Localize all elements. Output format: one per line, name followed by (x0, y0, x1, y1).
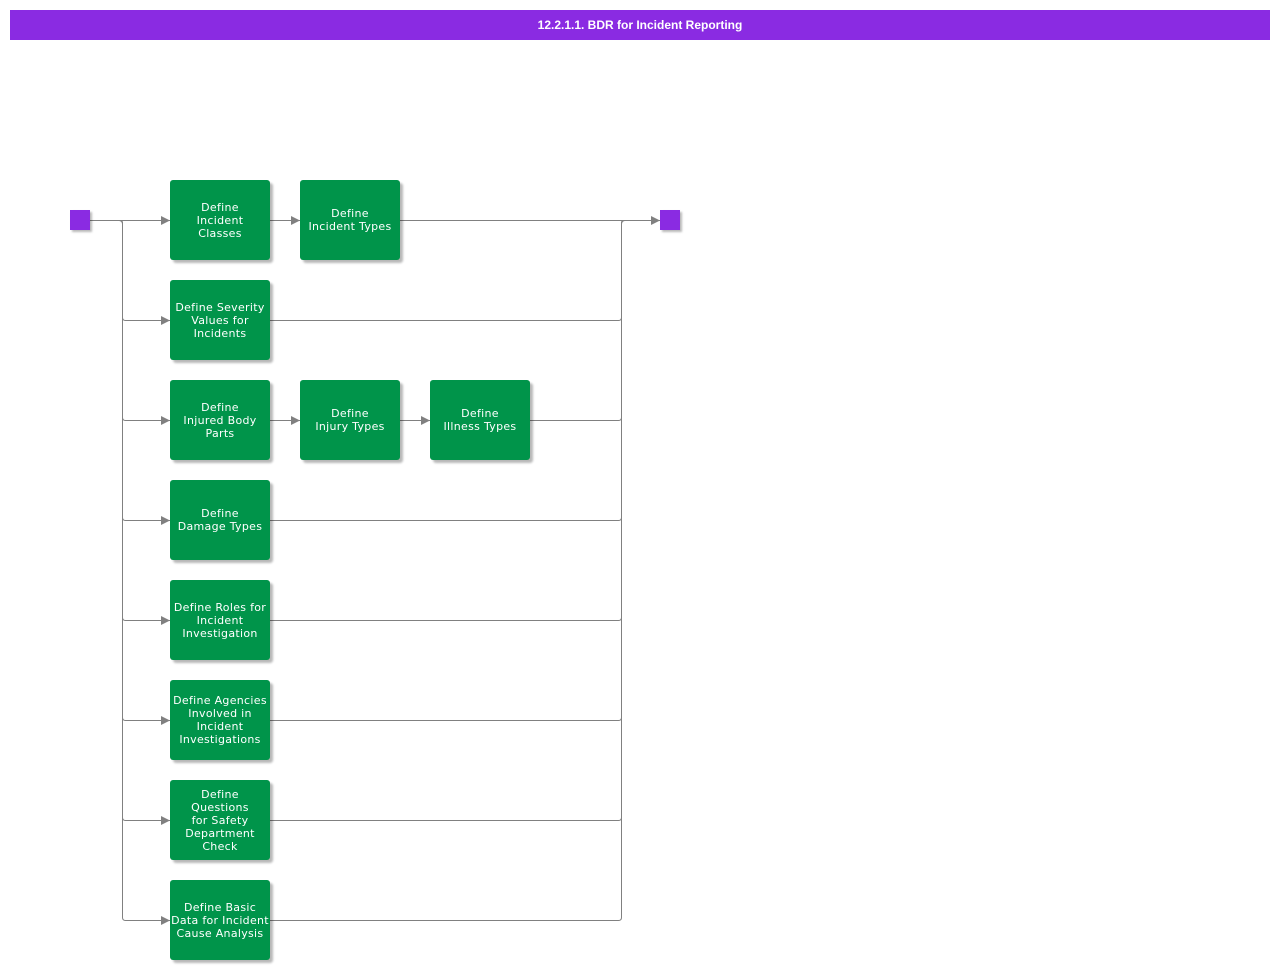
node-define-severity-values[interactable]: Define Severity Values for Incidents (170, 280, 270, 360)
node-define-agencies-involved[interactable]: Define Agencies Involved in Incident Inv… (170, 680, 270, 760)
node-define-injured-body-parts[interactable]: Define Injured Body Parts (170, 380, 270, 460)
node-define-incident-classes[interactable]: Define Incident Classes (170, 180, 270, 260)
connector-agencies-involved-to-end (270, 220, 625, 721)
diagram-title: 12.2.1.1. BDR for Incident Reporting (10, 10, 1270, 40)
node-define-illness-types[interactable]: Define Illness Types (430, 380, 530, 460)
connector-start-to-damage-types (90, 220, 170, 525)
start-terminal (70, 210, 90, 230)
connector-start-to-agencies-involved (90, 220, 170, 725)
node-define-basic-data-cause[interactable]: Define Basic Data for Incident Cause Ana… (170, 880, 270, 960)
connector-damage-types-to-end (270, 220, 625, 521)
node-define-damage-types[interactable]: Define Damage Types (170, 480, 270, 560)
node-define-questions-safety[interactable]: Define Questions for Safety Department C… (170, 780, 270, 860)
node-define-roles-investigation[interactable]: Define Roles for Incident Investigation (170, 580, 270, 660)
connector-basic-data-cause-to-end (270, 220, 625, 921)
connector-start-to-basic-data-cause (90, 220, 170, 925)
end-terminal (660, 210, 680, 230)
node-define-incident-types[interactable]: Define Incident Types (300, 180, 400, 260)
connector-start-to-severity-values (90, 220, 170, 325)
node-define-injury-types[interactable]: Define Injury Types (300, 380, 400, 460)
